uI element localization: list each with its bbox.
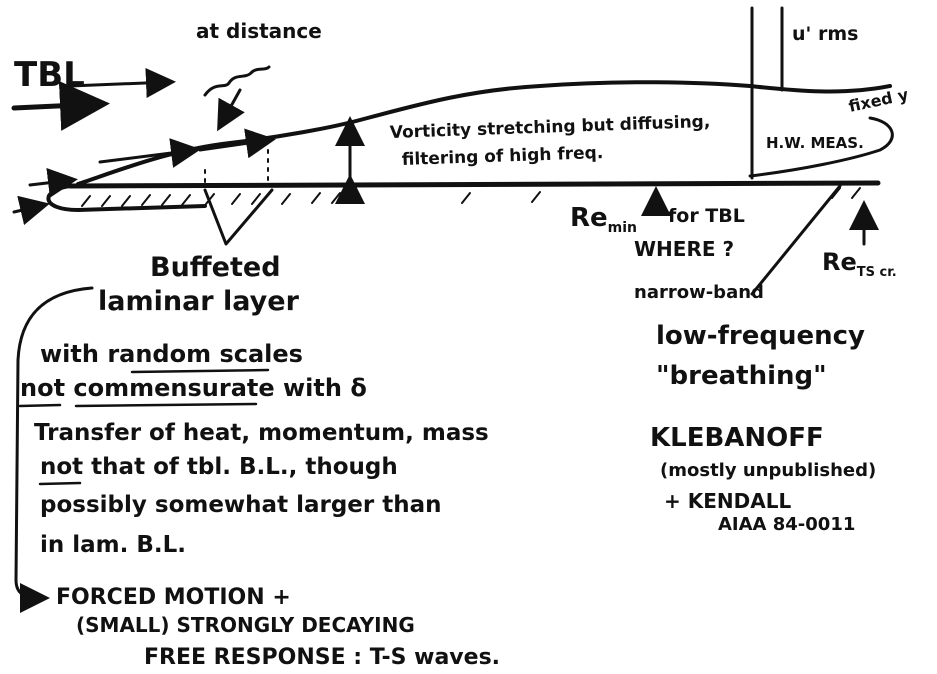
- free-response-line: FREE RESPONSE : T-S waves.: [144, 645, 500, 670]
- not-commensurate-line: not commensurate with δ: [20, 374, 367, 402]
- laminar-layer-label: laminar layer: [98, 286, 300, 317]
- near-wall-arrow-1: [98, 138, 201, 168]
- aiaa-label: AIAA 84-0011: [718, 514, 855, 535]
- where-label: WHERE ?: [634, 237, 734, 261]
- buffeted-pointer: [203, 188, 274, 246]
- left-flow-arrow: [14, 286, 94, 613]
- vorticity-note-line-1: Vorticity stretching but diffusing,: [389, 112, 710, 143]
- random-underline: [130, 368, 270, 374]
- u-rms-label: u' rms: [792, 23, 858, 45]
- re-min-label: Remin: [570, 203, 637, 236]
- flat-plate: [46, 180, 881, 212]
- free-stream-squiggle: [203, 65, 271, 97]
- free-stream-arrow-1: [68, 67, 176, 98]
- tbl-arrow: [11, 80, 110, 131]
- free-stream-arrow-2: [217, 88, 245, 132]
- low-frequency-label: low-frequency: [656, 321, 865, 351]
- for-tbl-label: for TBL: [668, 205, 745, 227]
- forced-motion-line: FORCED MOTION +: [56, 585, 291, 610]
- vorticity-note-line-2: filtering of high freq.: [401, 143, 603, 170]
- inflow-arrow-1: [28, 167, 78, 198]
- mostly-unpublished-label: (mostly unpublished): [660, 460, 876, 481]
- decaying-line: (SMALL) STRONGLY DECAYING: [76, 613, 415, 637]
- boundary-layer-bottom-edge: [748, 116, 894, 178]
- transfer-not-underline: [38, 481, 82, 486]
- commensurate-underline: [74, 402, 258, 408]
- narrow-band-label: narrow-band: [634, 282, 764, 303]
- kendall-label: + KENDALL: [664, 489, 791, 513]
- near-wall-arrow-2: [198, 128, 276, 159]
- tbl-label: TBL: [14, 55, 85, 95]
- buffeted-region-dashes: [204, 149, 269, 187]
- not-underline: [18, 403, 62, 408]
- transfer-line-4: in lam. B.L.: [40, 532, 186, 558]
- transfer-line-2: not that of tbl. B.L., though: [40, 454, 398, 480]
- hw-meas-label: H.W. MEAS.: [766, 134, 864, 152]
- breathing-label: "breathing": [656, 361, 827, 391]
- transfer-line-1: Transfer of heat, momentum, mass: [34, 420, 489, 446]
- buffeted-label: Buffeted: [150, 252, 281, 283]
- inflow-arrow-2: [12, 195, 50, 226]
- klebanoff-label: KLEBANOFF: [650, 423, 824, 453]
- random-scales-line: with random scales: [40, 340, 303, 368]
- transfer-line-3: possibly somewhat larger than: [40, 492, 442, 518]
- breathing-pointer: [750, 184, 842, 296]
- at-distance-label: at distance: [196, 19, 322, 43]
- re-ts-label: ReTS cr.: [822, 248, 897, 280]
